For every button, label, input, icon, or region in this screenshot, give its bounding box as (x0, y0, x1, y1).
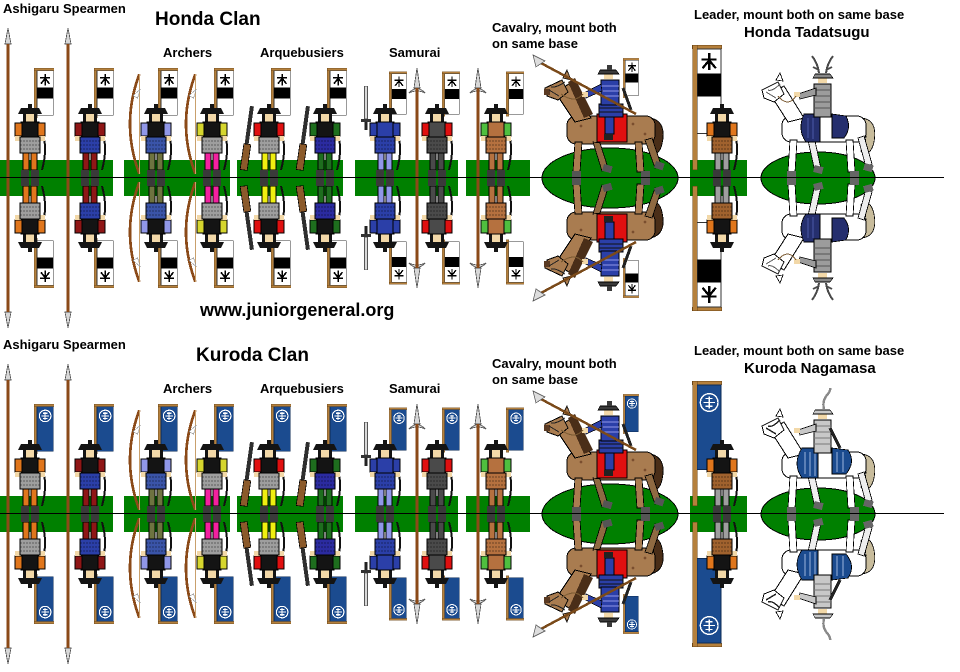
archers-label: Archers (163, 381, 213, 396)
yari-spear (4, 28, 12, 178)
site-url: www.juniorgeneral.org (200, 300, 395, 320)
katana-sword (361, 86, 371, 130)
arquebusiers-label: Arquebusiers (260, 45, 344, 60)
bow (128, 72, 142, 176)
yari-spear (64, 28, 72, 178)
unit-samurai-pair (355, 68, 460, 328)
spearmen-label: Ashigaru Spearmen (3, 1, 126, 16)
cavalry-spear-tip (532, 390, 546, 404)
section-kuroda-clan: Ashigaru Spearmen Kuroda Clan Archers Ar… (0, 336, 960, 672)
unit-samurai-single (466, 404, 530, 664)
unit-mounted-leader (760, 55, 876, 328)
cavalry-note: Cavalry, mount both on same base (492, 356, 617, 387)
fold-line (0, 513, 944, 514)
unit-standard-bearer (690, 380, 747, 664)
leader-name: Kuroda Nagamasa (744, 360, 876, 377)
yari-spear (4, 364, 12, 514)
unit-ashigaru-spearmen (0, 28, 114, 328)
sashimono-banner (506, 70, 524, 118)
leader-name: Honda Tadatsugu (744, 24, 870, 41)
samurai-label: Samurai (389, 381, 441, 396)
leader-note: Leader, mount both on same base (694, 7, 905, 22)
cavalry-spear-tip (532, 54, 546, 68)
unit-base (237, 496, 343, 532)
bow (184, 72, 198, 176)
bow (128, 408, 142, 512)
clan-title: Kuroda Clan (196, 345, 309, 366)
honda-figures-layer (0, 28, 876, 336)
unit-cavalry (532, 54, 679, 328)
unit-samurai-pair (355, 404, 460, 664)
unit-standard-bearer (690, 43, 747, 328)
unit-archers (124, 67, 234, 328)
kuroda-figures-layer (0, 336, 960, 672)
unit-arquebusiers (237, 403, 347, 664)
leader-note: Leader, mount both on same base (694, 343, 905, 358)
unit-base (124, 160, 230, 196)
sashimono-banner (506, 407, 524, 453)
unit-base (237, 160, 343, 196)
unit-cavalry (532, 390, 679, 664)
unit-base (124, 496, 230, 532)
fold-line (0, 177, 944, 178)
unit-samurai-single (466, 68, 530, 328)
unit-archers (124, 403, 234, 664)
katana-sword (361, 422, 371, 466)
spearmen-label: Ashigaru Spearmen (3, 337, 126, 352)
archers-label: Archers (163, 45, 213, 60)
samurai-label: Samurai (389, 45, 441, 60)
section-honda-clan: Ashigaru Spearmen Honda Clan Archers Arq… (0, 1, 944, 336)
cavalry-note: Cavalry, mount both on same base (492, 20, 617, 51)
unit-mounted-leader (760, 388, 877, 664)
cavalry-spear (538, 396, 637, 452)
cavalry-spear (538, 60, 637, 116)
arquebusiers-label: Arquebusiers (260, 381, 344, 396)
unit-ashigaru-spearmen (0, 364, 114, 664)
clan-title: Honda Clan (155, 9, 261, 30)
unit-arquebusiers (237, 67, 347, 328)
yari-spear (64, 364, 72, 514)
bow (184, 408, 198, 512)
